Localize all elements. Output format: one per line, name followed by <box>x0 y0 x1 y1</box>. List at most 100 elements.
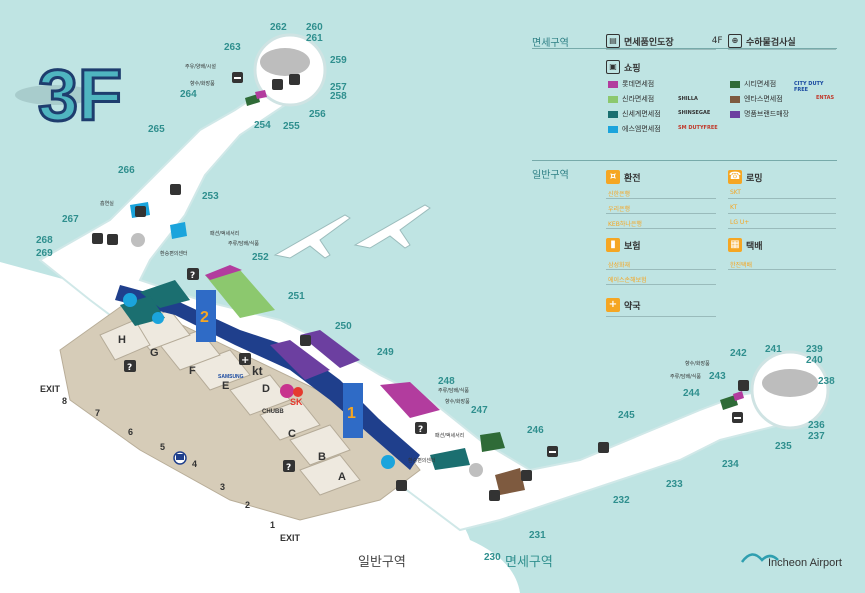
gate-243: 243 <box>709 371 726 382</box>
exit-5: 5 <box>160 442 165 452</box>
legend-insurance: ▮ 보험 <box>606 238 641 252</box>
gate-258: 258 <box>330 91 347 102</box>
fragrance-label-right: 향수/화장품 <box>445 398 470 405</box>
bus-icon <box>173 451 187 465</box>
svg-text:?: ? <box>190 271 195 281</box>
brand-shilla: SHILLA <box>678 96 698 102</box>
pickup-label: 면세품인도장 <box>624 37 674 48</box>
svg-text:?: ? <box>418 425 423 435</box>
counter-a: A <box>338 471 346 483</box>
gate-248: 248 <box>438 376 455 387</box>
gate-231: 231 <box>529 530 546 541</box>
counter-c: C <box>288 428 296 440</box>
liquor-label-right: 주류/담배/식품 <box>438 387 469 394</box>
exit-1: 1 <box>270 520 275 530</box>
brand-city: CITY DUTY FREE <box>794 81 824 93</box>
shop-city: 시티면세점 <box>730 79 776 89</box>
pickup-floor: 4F <box>711 36 723 46</box>
gate-265: 265 <box>148 124 165 135</box>
counter-f: F <box>189 365 196 377</box>
floor-logo: 3F <box>15 55 124 138</box>
roaming-icon: ☎ <box>728 170 742 184</box>
legend-pharmacy: + 약국 <box>606 298 641 312</box>
gate-259: 259 <box>330 55 347 66</box>
shopping-label: 쇼핑 <box>624 63 641 74</box>
gate-263: 263 <box>224 42 241 53</box>
shop-shilla: 신라면세점 <box>608 94 654 104</box>
shop-sm: 에스엠면세점 <box>608 124 661 134</box>
svg-text:?: ? <box>286 463 291 473</box>
gate-236: 236 <box>808 420 825 431</box>
legend-shopping: ▣ 쇼핑 <box>606 60 641 74</box>
gate-241: 241 <box>765 344 782 355</box>
smoking-icon <box>732 412 743 423</box>
gate-232: 232 <box>613 495 630 506</box>
exit-4: 4 <box>192 459 197 469</box>
roaming-skt: SKT <box>730 189 741 196</box>
roaming-kt: KT <box>730 204 738 211</box>
gate-235: 235 <box>775 441 792 452</box>
exit-label-top: EXIT <box>40 384 61 394</box>
gate-262: 262 <box>270 22 287 33</box>
gate-266: 266 <box>118 165 135 176</box>
exit-7: 7 <box>95 408 100 418</box>
gate-numbers: 2302312322332342352362372382392402412422… <box>36 22 835 563</box>
gate-268: 268 <box>36 235 53 246</box>
duty-free-shops <box>120 90 744 495</box>
gate-256: 256 <box>309 109 326 120</box>
gate-245: 245 <box>618 410 635 421</box>
sk-map-label: SK <box>290 397 303 407</box>
legend-parcel: ▦ 택배 <box>728 238 763 252</box>
transfer-center-label-right: 환승편의센터 <box>408 457 436 464</box>
baggage-check-icon <box>92 206 749 491</box>
north-rotunda-void <box>260 48 310 76</box>
shop-shinsegae: 신세계면세점 <box>608 109 661 119</box>
map-icons: ? ? ? ? + <box>92 72 749 501</box>
counter-g: G <box>150 347 159 359</box>
smoking-room-label: 흡연실 <box>100 200 114 207</box>
exchange-icon <box>123 293 395 469</box>
liquor-label-left: 주류/담배/식품 <box>228 240 259 247</box>
gate-233: 233 <box>666 479 683 490</box>
info-icon: ? <box>187 268 199 281</box>
gate-230: 230 <box>484 552 501 563</box>
baggage-check-label: 수하물검사실 <box>746 37 796 48</box>
counter-b: B <box>318 451 326 463</box>
pharmacy-icon: + <box>239 353 251 366</box>
transfer-center-label-left: 환승편의센터 <box>160 250 188 257</box>
gate-247: 247 <box>471 405 488 416</box>
legend-dutyfree-pickup: ▤ 면세품인도장 4F <box>606 34 723 48</box>
fashion-label-left: 패션/액세서리 <box>210 230 239 237</box>
legend-dutyfree-title: 면세구역 <box>532 38 569 49</box>
gate-257: 257 <box>330 82 347 93</box>
exchange-keb: KEB하나은행 <box>608 221 642 228</box>
pier-2-tower <box>196 290 216 342</box>
gate-264: 264 <box>180 89 197 100</box>
gate-252: 252 <box>252 252 269 263</box>
gate-253: 253 <box>202 191 219 202</box>
legend: 면세구역 ▤ 면세품인도장 4F ⊕ 수하물검사실 ▣ 쇼핑 롯데면세점 신라면… <box>532 26 837 326</box>
counter-d: D <box>262 383 270 395</box>
gate-249: 249 <box>377 347 394 358</box>
gate-246: 246 <box>527 425 544 436</box>
brand-sm: SM DUTYFREE <box>678 125 718 131</box>
gate-242: 242 <box>730 348 747 359</box>
pharmacy-icon: + <box>606 298 620 312</box>
roaming-icon <box>280 384 303 398</box>
smoking-icon <box>547 446 558 457</box>
svg-text:+: + <box>241 355 249 366</box>
kt-map-label: kt <box>252 364 263 378</box>
legend-exchange: ¤ 환전 <box>606 170 641 184</box>
samsung-map-label: SAMSUNG <box>218 374 244 380</box>
fashion-label-right: 패션/액세서리 <box>435 432 464 439</box>
counter-e: E <box>222 380 229 392</box>
globe-icon <box>131 233 483 477</box>
pickup-icon: ▤ <box>606 34 620 48</box>
zone-general-label: 일반구역 <box>358 555 406 570</box>
pier-2-label: 2 <box>200 309 209 326</box>
exit-6: 6 <box>128 427 133 437</box>
exit-2: 2 <box>245 500 250 510</box>
airplane-icon <box>273 204 431 259</box>
restroom-icon <box>107 74 609 501</box>
gate-239: 239 <box>806 344 823 355</box>
